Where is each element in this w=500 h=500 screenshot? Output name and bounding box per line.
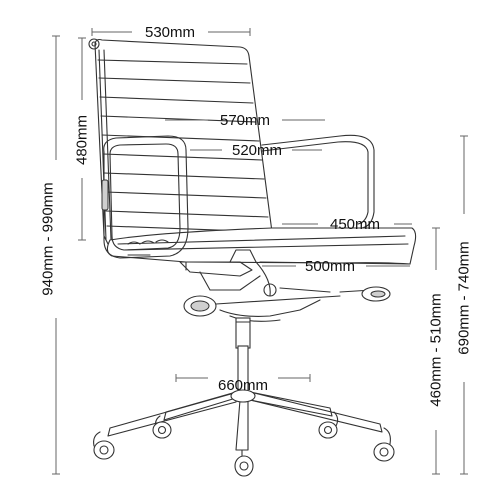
seat-mechanism <box>179 249 391 322</box>
dimension-arm-height: 690mm - 740mm <box>456 135 473 475</box>
dimension-seat-height: 460mm - 510mm <box>428 227 445 475</box>
caster-back-right <box>318 411 339 439</box>
dimension-total-height: 940mm - 990mm <box>40 35 60 475</box>
backrest-height-label: 480mm <box>74 115 91 165</box>
left-armrest <box>101 135 189 259</box>
caster-back-left <box>152 415 172 439</box>
arm-outer-width-label: 570mm <box>220 112 270 129</box>
dimension-seat-width: 500mm <box>262 258 410 275</box>
arm-height-label: 690mm - 740mm <box>456 241 473 354</box>
five-star-base <box>107 389 383 451</box>
arm-inner-width-label: 520mm <box>232 142 282 159</box>
seat-width-label: 500mm <box>305 258 355 275</box>
dimension-base-width: 660mm <box>175 374 311 394</box>
chair-illustration <box>88 38 417 477</box>
total-height-label: 940mm - 990mm <box>40 182 57 295</box>
dimension-seat-depth: 450mm <box>282 216 412 233</box>
seat-height-label: 460mm - 510mm <box>428 293 445 406</box>
casters <box>93 411 395 477</box>
dimension-arm-inner-width: 520mm <box>190 142 322 159</box>
dimension-top-width: 530mm <box>91 24 251 41</box>
dimension-backrest-height: 480mm <box>74 37 91 241</box>
caster-front-right <box>373 427 395 462</box>
dimension-arm-outer-width: 570mm <box>165 112 325 129</box>
caster-front-left <box>93 431 115 460</box>
caster-front-center <box>234 449 254 477</box>
base-width-label: 660mm <box>218 377 268 394</box>
right-armrest <box>261 134 375 229</box>
seat-depth-label: 450mm <box>330 216 380 233</box>
top-width-label: 530mm <box>145 24 195 41</box>
